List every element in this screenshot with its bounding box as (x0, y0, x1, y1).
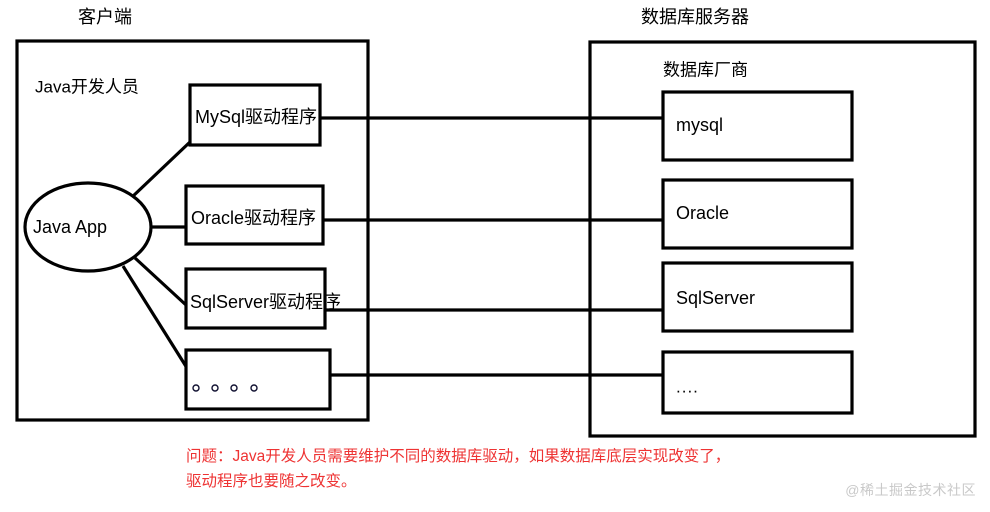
ellipsis-dot-1-icon (192, 384, 200, 392)
database-box-mysql[interactable] (661, 90, 854, 162)
server-container (588, 40, 977, 438)
database-label-oracle: Oracle (676, 203, 729, 223)
connector-app-mysql (129, 140, 192, 200)
database-label-other: .... (676, 377, 699, 396)
connector-app-sqlserver (133, 256, 188, 307)
watermark: @稀土掘金技术社区 (845, 482, 976, 498)
problem-note-line2: 驱动程序也要随之改变。 (186, 473, 357, 490)
driver-box-other[interactable] (184, 348, 332, 411)
ellipsis-dot-2-icon (211, 384, 219, 392)
ellipsis-dot-3-icon (230, 384, 238, 392)
java-app-label: Java App (33, 217, 107, 237)
ellipsis-dot-4-icon (250, 384, 258, 392)
database-box-other[interactable] (661, 350, 854, 415)
server-title: 数据库服务器 (641, 7, 749, 27)
database-box-oracle[interactable] (661, 178, 854, 250)
driver-box-mysql[interactable] (188, 83, 322, 147)
driver-label-sqlserver: SqlServer驱动程序 (190, 292, 341, 312)
developer-subtitle: Java开发人员 (35, 77, 139, 96)
client-container (15, 39, 370, 422)
driver-box-oracle[interactable] (184, 184, 325, 246)
client-title: 客户端 (78, 7, 132, 27)
database-box-sqlserver[interactable] (661, 261, 854, 333)
java-app-node[interactable] (23, 181, 153, 273)
driver-box-sqlserver[interactable] (184, 267, 327, 330)
database-label-sqlserver: SqlServer (676, 288, 755, 308)
problem-note: 问题：Java开发人员需要维护不同的数据库驱动，如果数据库底层实现改变了， 驱动程… (186, 444, 846, 494)
database-label-mysql: mysql (676, 115, 723, 135)
vendor-subtitle: 数据库厂商 (663, 60, 748, 79)
driver-label-mysql: MySql驱动程序 (195, 107, 317, 127)
driver-label-oracle: Oracle驱动程序 (191, 208, 316, 228)
problem-note-line1: 问题：Java开发人员需要维护不同的数据库驱动，如果数据库底层实现改变了， (186, 448, 731, 465)
connector-app-other (121, 265, 189, 369)
